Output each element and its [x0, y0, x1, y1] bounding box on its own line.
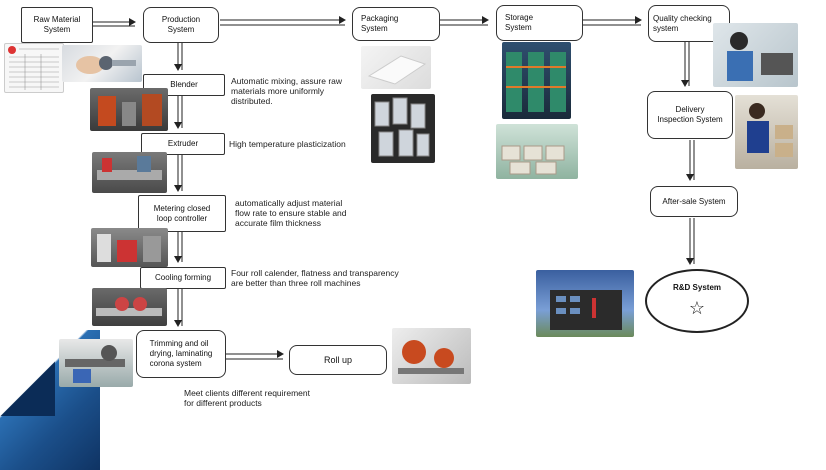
flow-arrows	[93, 16, 695, 360]
aftersale-box: After-sale System	[650, 186, 738, 217]
metering-machine-image	[91, 228, 168, 267]
rollup-machine-image	[392, 328, 471, 384]
rd-building-image	[536, 270, 634, 337]
metering-description: automatically adjust material flow rate …	[235, 198, 347, 228]
rd-label: R&D System	[672, 283, 721, 292]
cooling-description: Four roll calender, flatness and transpa…	[231, 268, 399, 288]
blender-machine-image	[90, 88, 168, 131]
trimming-label: Trimming and oil drying, laminating coro…	[149, 339, 213, 368]
trimming-box: Trimming and oil drying, laminating coro…	[136, 330, 226, 378]
star-icon: ☆	[688, 298, 706, 318]
metering-box: Metering closed loop controller	[138, 195, 226, 232]
extruder-box: Extruder	[141, 133, 225, 155]
decorative-corner-stripe-dark	[0, 361, 55, 416]
storage-box: Storage System	[496, 5, 583, 41]
cooling-label: Cooling forming	[154, 273, 212, 282]
trimming-machine-image	[59, 339, 133, 387]
cooling-machine-image	[92, 288, 167, 326]
quality-checking-image	[713, 23, 798, 87]
extruder-description: High temperature plasticization	[229, 139, 346, 149]
packaging-label: Packaging System	[361, 14, 399, 33]
storage-pallets-image	[496, 124, 578, 179]
delivery-box: Delivery Inspection System	[647, 91, 733, 139]
storage-warehouse-image	[502, 42, 571, 119]
packaging-rolls-image	[371, 94, 435, 163]
extruder-label: Extruder	[167, 139, 199, 148]
raw-material-document-image	[4, 43, 64, 93]
blender-label: Blender	[170, 80, 198, 89]
aftersale-label: After-sale System	[662, 196, 726, 206]
trimming-description: Meet clients different requirement for d…	[184, 388, 310, 408]
rollup-box: Roll up	[289, 345, 387, 375]
packaging-bag-image	[361, 46, 431, 89]
storage-label: Storage System	[505, 13, 534, 32]
raw-material-box: Raw Material System	[21, 7, 93, 43]
production-label: Production System	[161, 15, 201, 34]
delivery-label: Delivery Inspection System	[657, 105, 723, 124]
quality-label: Quality checking system	[653, 13, 712, 33]
production-box: Production System	[143, 7, 219, 43]
metering-label: Metering closed loop controller	[153, 203, 211, 223]
delivery-inspection-image	[735, 95, 798, 169]
blender-description: Automatic mixing, assure raw materials m…	[231, 76, 343, 106]
extruder-machine-image	[92, 152, 167, 193]
raw-material-hand-image	[62, 45, 142, 82]
rd-ellipse: R&D System ☆	[645, 269, 749, 333]
rollup-label: Roll up	[323, 355, 352, 365]
raw-material-label: Raw Material System	[33, 15, 81, 34]
packaging-box: Packaging System	[352, 7, 440, 41]
cooling-box: Cooling forming	[140, 267, 226, 289]
